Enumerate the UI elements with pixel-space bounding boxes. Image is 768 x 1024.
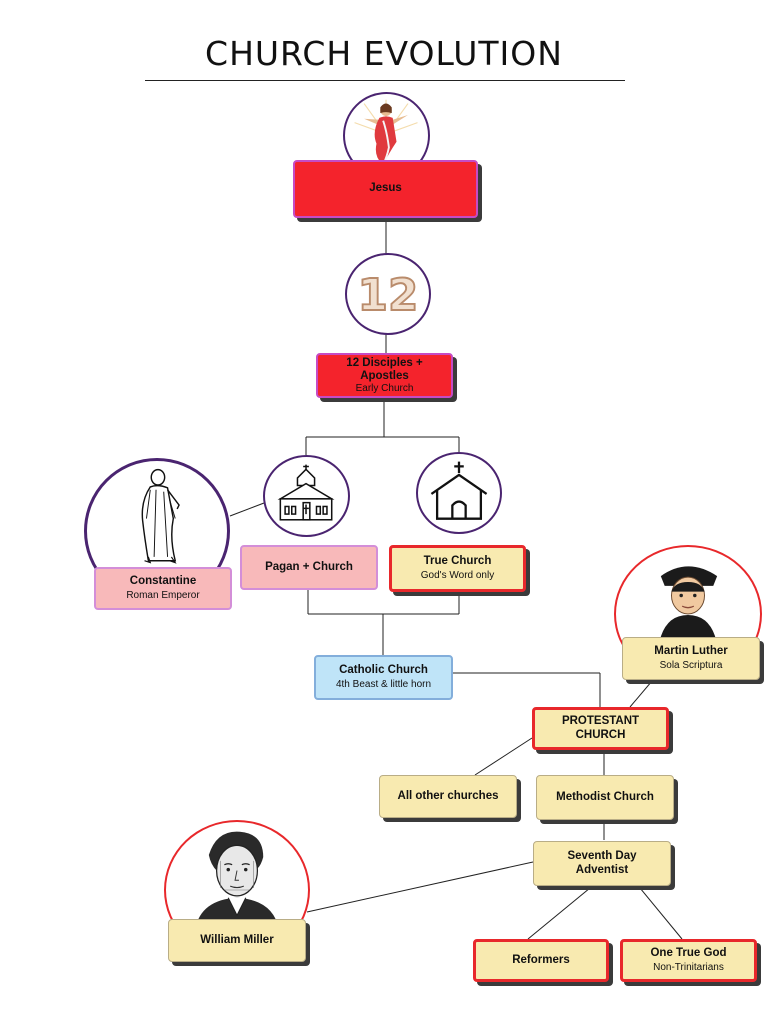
martin-luther-sub: Sola Scriptura <box>659 660 723 672</box>
martin-luther-node: Martin Luther Sola Scriptura <box>622 637 760 680</box>
william-miller-icon <box>195 831 279 929</box>
all-other-churches-node: All other churches <box>379 775 517 818</box>
twelve-badge: 12 <box>345 253 431 335</box>
twelve-number: 12 <box>358 270 419 321</box>
jesus-node: Jesus <box>293 160 478 218</box>
jesus-label: Jesus <box>369 182 402 195</box>
page-title: CHURCH EVOLUTION <box>205 34 563 73</box>
pagan-church-label: Pagan + Church <box>265 560 353 573</box>
true-church-icon-circle <box>416 452 502 534</box>
methodist-church-node: Methodist Church <box>536 775 674 820</box>
constantine-sub: Roman Emperor <box>126 590 200 602</box>
constantine-label: Constantine <box>129 575 197 588</box>
one-true-god-node: One True God Non-Trinitarians <box>620 939 757 982</box>
seventh-day-adventist-node: Seventh Day Adventist <box>533 841 671 886</box>
title-divider <box>145 80 625 81</box>
one-true-god-label: One True God <box>650 947 727 960</box>
catholic-church-label: Catholic Church <box>339 664 428 677</box>
twelve-icon: 12 <box>357 269 420 322</box>
disciples-node: 12 Disciples + Apostles Early Church <box>316 353 453 398</box>
constantine-node: Constantine Roman Emperor <box>94 567 232 610</box>
catholic-church-sub: 4th Beast & little horn <box>335 679 432 691</box>
disciples-label: 12 Disciples + Apostles <box>346 356 423 382</box>
constantine-statue-icon <box>141 468 180 564</box>
protestant-church-node: PROTESTANT CHURCH <box>532 707 669 750</box>
william-miller-node: William Miller <box>168 919 306 962</box>
true-church-label: True Church <box>423 555 492 568</box>
reformers-label: Reformers <box>512 953 570 966</box>
cathedral-icon <box>277 464 335 521</box>
jesus-ascension-icon <box>354 99 418 169</box>
true-church-sub: God's Word only <box>420 570 495 582</box>
true-church-node: True Church God's Word only <box>389 545 526 592</box>
pagan-church-node: Pagan + Church <box>240 545 378 590</box>
catholic-church-node: Catholic Church 4th Beast & little horn <box>314 655 453 700</box>
martin-luther-label: Martin Luther <box>654 645 728 658</box>
chapel-icon <box>430 461 488 520</box>
one-true-god-sub: Non-Trinitarians <box>653 962 724 974</box>
all-other-churches-label: All other churches <box>397 789 499 802</box>
reformers-node: Reformers <box>473 939 609 982</box>
pagan-church-icon-circle <box>263 455 350 537</box>
seventh-day-adventist-label: Seventh Day Adventist <box>567 850 637 876</box>
methodist-church-label: Methodist Church <box>556 790 654 803</box>
martin-luther-icon <box>658 566 718 645</box>
william-miller-label: William Miller <box>200 933 274 946</box>
protestant-church-label: PROTESTANT CHURCH <box>561 715 640 741</box>
disciples-sub: Early Church <box>355 382 414 394</box>
